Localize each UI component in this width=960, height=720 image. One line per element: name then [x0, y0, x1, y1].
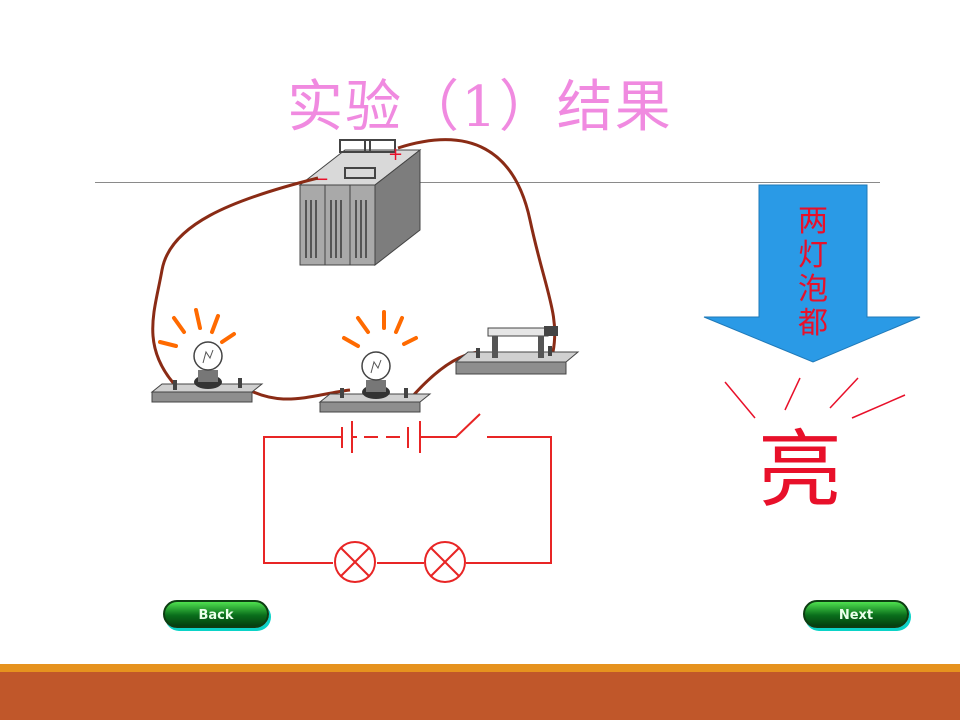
footer-bar	[0, 672, 960, 720]
next-button[interactable]: Next	[803, 600, 909, 628]
down-arrow-shape	[703, 184, 921, 363]
battery-minus-label: −	[314, 169, 329, 190]
light-bulb-2-icon	[318, 310, 432, 413]
light-bulb-1-icon	[150, 308, 264, 403]
circuit-schematic	[263, 413, 552, 583]
switch-icon	[454, 326, 580, 375]
footer-accent-stripe	[0, 664, 960, 672]
arrow-label: 两 灯 泡 都	[798, 204, 828, 341]
glow-rays	[724, 377, 906, 419]
slide-title: 实验（1）结果	[287, 75, 673, 140]
arrow-callout: 两 灯 泡 都	[704, 185, 922, 363]
title-divider	[95, 182, 880, 183]
battery-icon	[298, 139, 422, 267]
battery-plus-label: +	[388, 144, 403, 165]
back-button[interactable]: Back	[163, 600, 269, 628]
result-text: 亮	[757, 421, 842, 519]
